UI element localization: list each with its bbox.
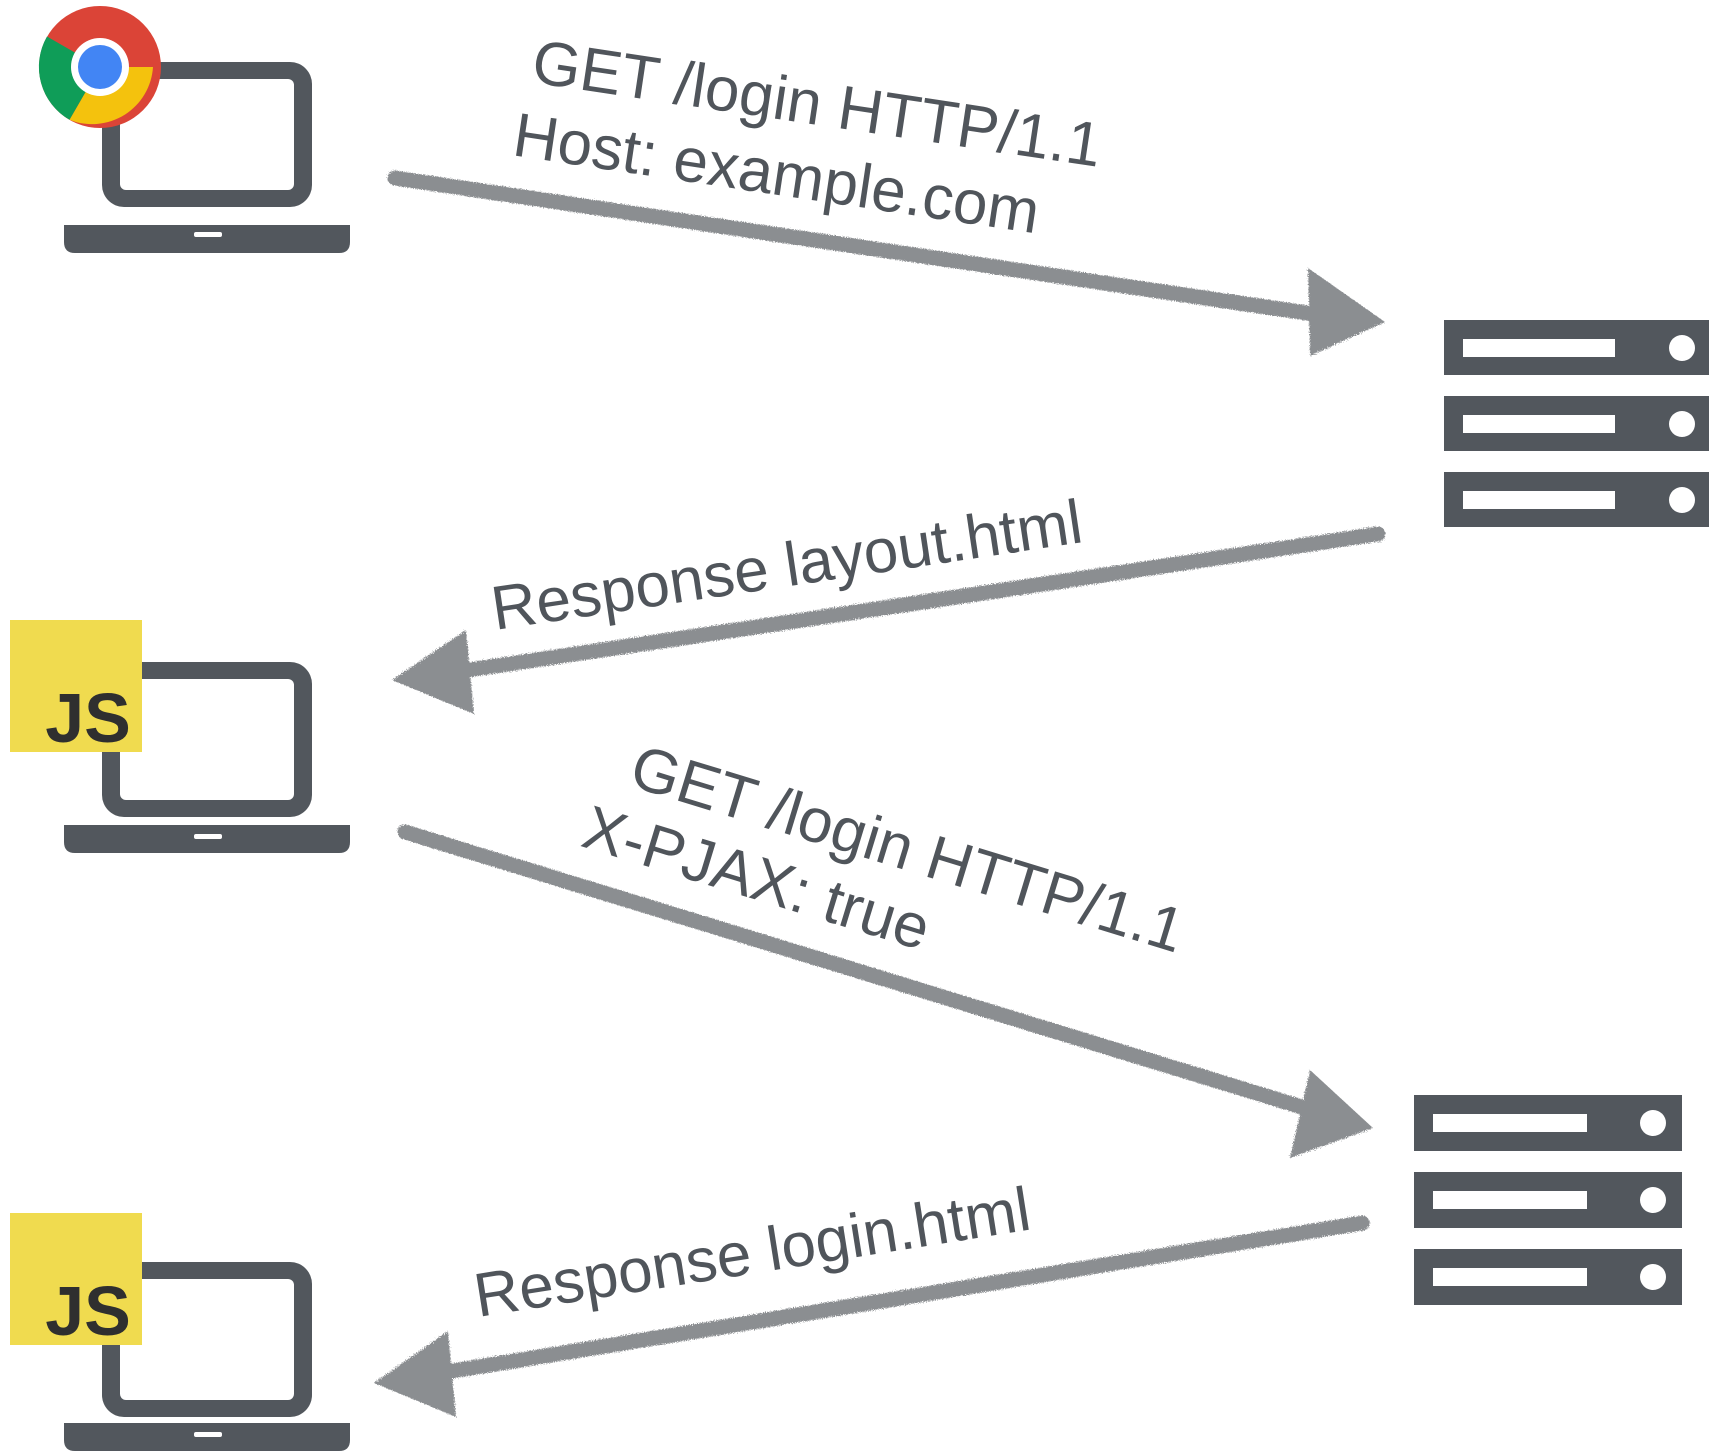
laptop-icon	[64, 662, 350, 853]
server-2	[1414, 1095, 1682, 1305]
response-2-text: Response login.html	[469, 1175, 1035, 1331]
response-arrow-1	[392, 526, 1386, 714]
chrome-icon	[38, 6, 161, 128]
server-rack-icon	[1444, 320, 1709, 527]
server-rack-icon	[1414, 1095, 1682, 1305]
laptop-js-client-2: JS	[10, 1213, 350, 1451]
laptop-chrome-client	[38, 6, 350, 253]
request-label-1: GET /login HTTP/1.1 Host: example.com	[509, 28, 1106, 248]
request-arrow-2	[397, 824, 1373, 1158]
laptop-icon	[64, 62, 350, 253]
server-1	[1444, 320, 1709, 527]
laptop-js-client-1: JS	[10, 620, 350, 853]
request-arrow-1	[387, 170, 1385, 356]
request-label-2: GET /login HTTP/1.1 X-PJAX: true	[575, 732, 1192, 966]
js-icon: JS	[10, 1213, 142, 1350]
js-badge-label: JS	[45, 1272, 131, 1350]
js-badge-label: JS	[45, 679, 131, 757]
response-label-2: Response login.html	[469, 1175, 1035, 1331]
laptop-icon	[64, 1262, 350, 1451]
response-arrow-2	[374, 1215, 1370, 1417]
js-icon: JS	[10, 620, 142, 757]
